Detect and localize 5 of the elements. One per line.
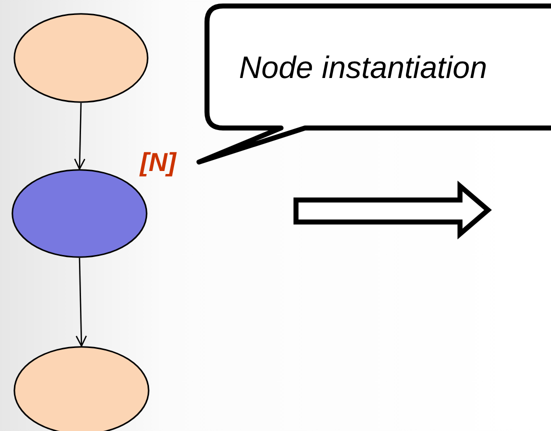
- callout-text: Node instantiation: [239, 52, 488, 83]
- arrow: [76, 258, 87, 347]
- ellipse-node: [13, 13, 149, 103]
- multiplicity-label: [N]: [140, 149, 176, 175]
- arrow: [74, 102, 86, 170]
